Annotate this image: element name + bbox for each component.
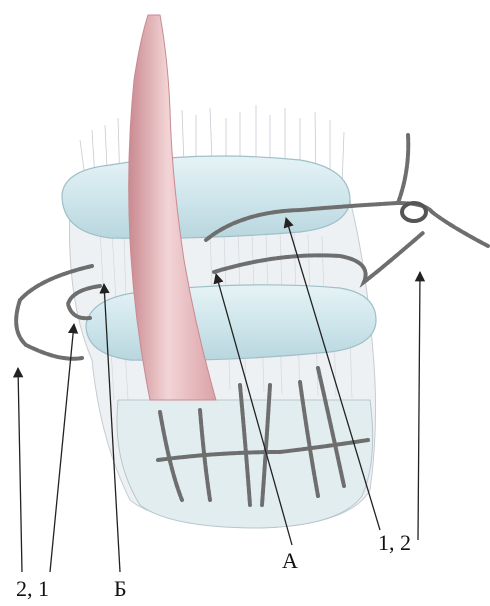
arrow-2-left [18, 368, 22, 572]
label-1-2: 1, 2 [378, 532, 411, 554]
label-2-1: 2, 1 [16, 578, 49, 600]
label-a: А [282, 550, 298, 572]
arrow-2 [418, 272, 420, 540]
upper-band [62, 156, 350, 238]
lower-band [86, 285, 376, 361]
label-b: Б [114, 578, 127, 600]
arrow-1-left [50, 324, 74, 572]
